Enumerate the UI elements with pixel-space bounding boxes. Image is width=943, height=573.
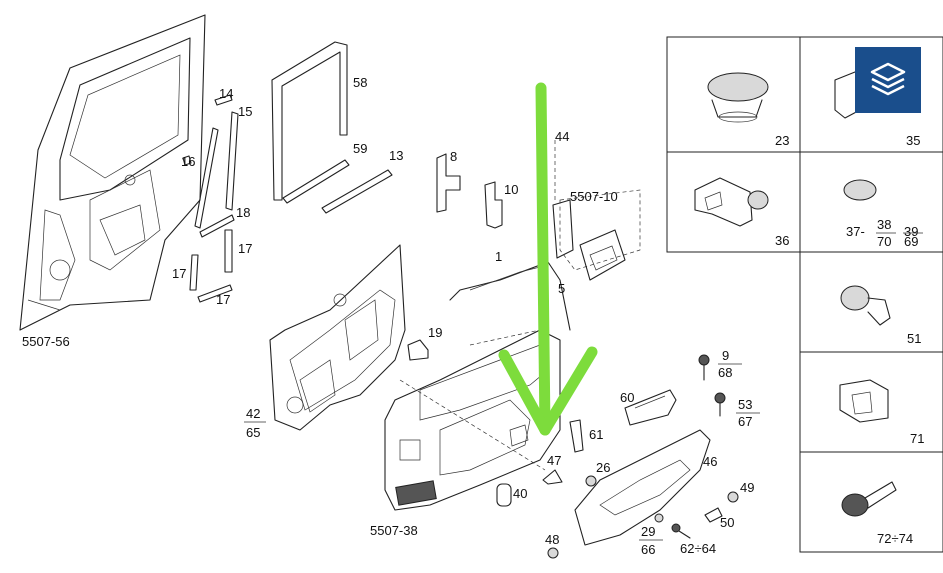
callout-65: 65 — [246, 425, 260, 440]
callout-44: 44 — [555, 129, 569, 144]
callout-19: 19 — [428, 325, 442, 340]
callout-17a: 17 — [238, 241, 252, 256]
callout-67: 67 — [738, 414, 752, 429]
grid-labels: 23 35 36 37- 38 70 39 69 51 71 72÷74 — [775, 133, 924, 546]
callout-14: 14 — [219, 86, 233, 101]
callout-29: 29 — [641, 524, 655, 539]
callout-1: 1 — [495, 249, 502, 264]
callout-40: 40 — [513, 486, 527, 501]
grid-label-38: 38 — [877, 217, 891, 232]
callout-62-64: 62÷64 — [680, 541, 716, 556]
grid-label-35: 35 — [906, 133, 920, 148]
door-frame-drawing — [19, 14, 206, 331]
callout-18: 18 — [236, 205, 250, 220]
callout-17b: 17 — [172, 266, 186, 281]
grid-label-39: 39 — [904, 224, 918, 239]
leader-lines — [399, 140, 556, 471]
label-5507-56: 5507-56 — [22, 334, 70, 349]
callout-50: 50 — [720, 515, 734, 530]
grid-label-69: 69 — [904, 234, 918, 249]
callout-53: 53 — [738, 397, 752, 412]
callout-labels: 14 15 16 18 17 17 17 58 59 13 8 10 44 55… — [22, 75, 760, 557]
small-parts — [407, 339, 597, 559]
screws — [654, 354, 739, 539]
callout-5: 5 — [558, 281, 565, 296]
callout-47: 47 — [547, 453, 561, 468]
callout-58: 58 — [353, 75, 367, 90]
label-5507-38: 5507-38 — [370, 523, 418, 538]
seal-strips — [182, 94, 239, 303]
callout-16: 16 — [181, 154, 195, 169]
grid-label-37: 37- — [846, 224, 865, 239]
layers-icon — [870, 62, 906, 96]
callout-46: 46 — [703, 454, 717, 469]
grid-label-71: 71 — [910, 431, 924, 446]
callout-60: 60 — [620, 390, 634, 405]
callout-61: 61 — [589, 427, 603, 442]
callout-49: 49 — [740, 480, 754, 495]
door-trim-panel — [384, 329, 561, 511]
callout-59: 59 — [353, 141, 367, 156]
callout-48: 48 — [545, 532, 559, 547]
grid-label-23: 23 — [775, 133, 789, 148]
grid-label-72-74: 72÷74 — [877, 531, 913, 546]
callout-26: 26 — [596, 460, 610, 475]
callout-13: 13 — [389, 148, 403, 163]
callout-66: 66 — [641, 542, 655, 557]
callout-10: 10 — [504, 182, 518, 197]
label-5507-10: 5507-10 — [570, 189, 618, 204]
callout-17c: 17 — [216, 292, 230, 307]
window-seals — [271, 41, 393, 214]
callout-42: 42 — [246, 406, 260, 421]
armrest — [574, 389, 711, 546]
grid-label-51: 51 — [907, 331, 921, 346]
callout-15: 15 — [238, 104, 252, 119]
callout-8: 8 — [450, 149, 457, 164]
brackets — [436, 153, 503, 229]
inner-door-panel — [269, 244, 406, 431]
grid-label-36: 36 — [775, 233, 789, 248]
grid-label-70: 70 — [877, 234, 891, 249]
layers-button[interactable] — [855, 47, 921, 113]
green-arrow — [498, 82, 598, 436]
callout-9: 9 — [722, 348, 729, 363]
callout-68: 68 — [718, 365, 732, 380]
parts-grid — [666, 36, 943, 553]
